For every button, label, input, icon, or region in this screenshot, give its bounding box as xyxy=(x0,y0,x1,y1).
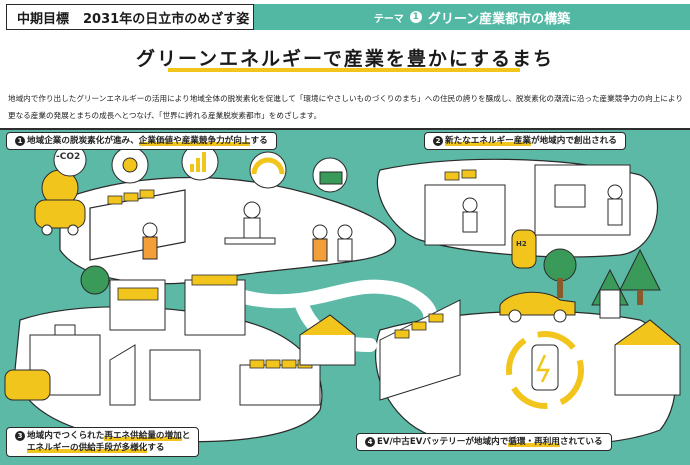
target-tag: 中期目標 xyxy=(17,11,70,27)
target-badge: 中期目標 2031年の日立市のめざす姿 xyxy=(6,4,254,30)
theme-title: グリーン産業都市の構築 xyxy=(427,11,571,27)
target-title: 2031年の日立市のめざす姿 xyxy=(83,11,250,27)
theme-banner: テーマ 1 グリーン産業都市の構築 xyxy=(254,4,690,30)
goal-4-pre: EV/中古EVバッテリーが地域内で xyxy=(377,437,509,447)
goal-1-post: する xyxy=(250,136,268,146)
illustration-art xyxy=(4,143,681,447)
goal-number-3: 3 xyxy=(15,430,25,441)
goal-3-post-2: する xyxy=(147,443,165,453)
goal-3-post: と xyxy=(181,431,191,441)
h2-label: H2 xyxy=(516,240,527,248)
goal-number-2: 2 xyxy=(433,135,443,146)
goal-3-highlight-2: エネルギーの供給手段が多様化 xyxy=(27,443,148,453)
theme-prefix: テーマ xyxy=(373,13,404,25)
goal-3-highlight: 再エネ供給量の増加 xyxy=(104,431,182,441)
goal-4-post: されている xyxy=(559,437,603,447)
goal-4-highlight: 循環・再利用 xyxy=(508,437,560,447)
goal-2-post: が地域内で創出される xyxy=(530,136,617,146)
goal-number-1: 1 xyxy=(15,135,25,146)
goal-3-pre: 地域内でつくられた xyxy=(27,431,105,441)
theme-number: 1 xyxy=(409,11,422,23)
page-headline: グリーンエネルギーで産業を豊かにするまち xyxy=(135,48,555,70)
goal-1-highlight: 企業価値や産業競争力が向上 xyxy=(138,136,251,146)
intro-text: 地域内で作り出したグリーンエネルギーの活用により地域全体の脱炭素化を促進して「環… xyxy=(8,94,683,120)
goal-2-highlight: 新たなエネルギー産業 xyxy=(445,136,531,146)
headline-underline xyxy=(168,68,520,72)
goal-number-4: 4 xyxy=(365,436,375,447)
co2-label: -CO2 xyxy=(56,152,81,162)
goal-1-pre: 地域企業の脱炭素化が進み、 xyxy=(27,136,139,146)
